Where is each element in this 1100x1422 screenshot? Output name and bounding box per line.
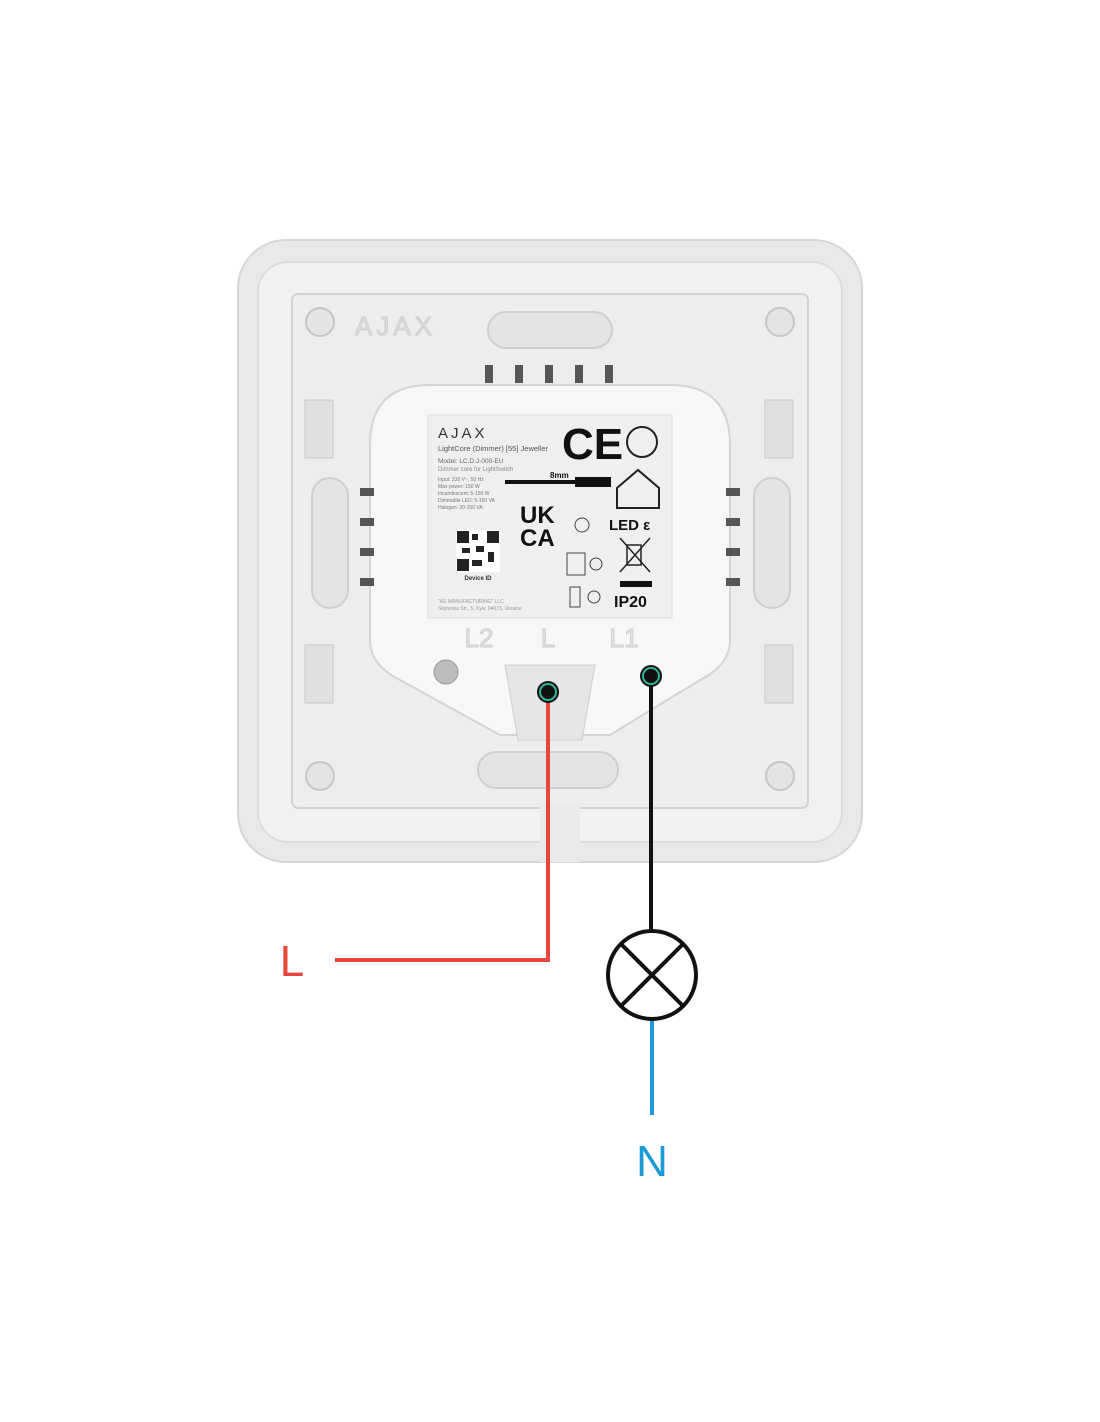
terminal-l [537,681,559,703]
neutral-label: N [636,1137,668,1186]
qr-code [456,530,500,572]
led-driver-icon [566,552,586,576]
label-model: Model: LC.D.J-000-EU [438,458,504,465]
lamp-icon [606,929,698,1021]
label-description: Dimmer core for LightSwitch [438,467,513,473]
label-spec: Input: 230 V~, 50 Hz [438,477,484,483]
weee-bin-icon [619,537,651,573]
terminal-label-l1: L1 [610,623,639,653]
strip-length: 8mm [550,471,569,480]
terminal-label-l: L [541,623,555,653]
label-spec: Dimmable LED: 5-150 VA [438,498,496,504]
terminal-screw [433,659,459,685]
manufacturer-line: Skyrenka Str., 5, Kyiv, 04073, Ukraine [438,606,522,612]
ce-mark: CE [562,420,623,469]
live-label: L [280,937,304,986]
terminal-label-l2: L2 [465,623,494,653]
incandescent-icon [574,517,590,533]
label-product-name: LightCore (Dimmer) [55] Jeweller [438,444,549,453]
label-spec: Incandescent: 5-150 W [438,491,490,497]
dimmer-module: AJAX LightCore (Dimmer) [55] Jeweller Mo… [360,365,740,741]
label-spec: Max power: 150 W [438,484,480,490]
terminal-l1 [640,665,662,687]
label-spec: Halogen: 20-150 VA [438,505,483,511]
certification-icon [626,426,658,458]
indoor-use-icon [616,468,660,509]
transformer-icon [569,586,581,608]
ukca-mark: CA [520,525,555,552]
ip-rating: IP20 [614,594,647,611]
embossed-logo: AJAX [355,311,436,341]
label-brand: AJAX [438,425,488,442]
ukca-mark: UK [520,502,555,529]
device-id-label: Device ID [464,576,492,582]
manufacturer-line: "AS MANUFACTURING" LLC [438,599,504,605]
led-mark: LED ε [609,517,650,534]
live-wire [335,692,550,962]
